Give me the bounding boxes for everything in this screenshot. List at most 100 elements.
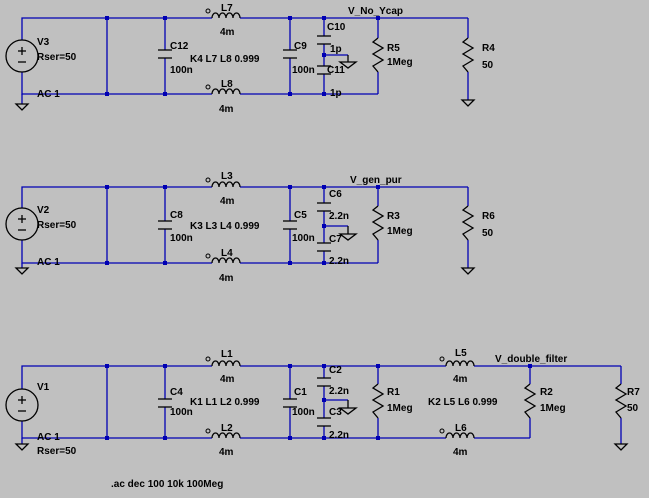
ycap-top — [317, 202, 331, 212]
voltage-source — [5, 207, 39, 241]
cap-in-value: 100n — [170, 65, 193, 76]
cap-out-value: 100n — [292, 233, 315, 244]
capacitor-out — [283, 49, 297, 59]
source-rser: Rser=50 — [37, 52, 77, 63]
cap-out-name: C9 — [294, 41, 307, 52]
inductor-bottom — [205, 253, 241, 264]
l-bot-value: 4m — [219, 104, 234, 115]
capacitor-in — [158, 398, 172, 408]
l-top-value: 4m — [220, 27, 235, 38]
l-top-value: 4m — [220, 196, 235, 207]
cap-in-value: 100n — [170, 407, 193, 418]
ycap-top-name: C6 — [329, 189, 342, 200]
capacitor-out — [283, 220, 297, 230]
circuit-v-double-filter: V1 AC 1 Rser=50 C4 100n K1 L1 L2 0.999 L… — [5, 348, 640, 458]
spice-directive: .ac dec 100 10k 100Meg — [111, 479, 223, 490]
resistor-value: 1Meg — [387, 57, 413, 68]
l-bot-value: 4m — [219, 273, 234, 284]
circuit-v-no-ycap: V3 Rser=50 AC 1 C12 100n K4 L7 L8 0.999 … — [5, 3, 495, 115]
resistor-name: R1 — [387, 387, 400, 398]
cap-out-name: C5 — [294, 210, 307, 221]
resistor2-name: R2 — [540, 387, 553, 398]
inductor-bottom — [205, 428, 241, 439]
l-top-value: 4m — [220, 374, 235, 385]
net-label: V_double_filter — [495, 354, 567, 365]
l-bot-name: L8 — [221, 79, 233, 90]
ycap-top — [317, 377, 331, 387]
resistor-value: 1Meg — [387, 226, 413, 237]
resistor-bleed — [371, 205, 385, 241]
junction-dots — [105, 16, 380, 96]
l2-bot-name: L6 — [455, 423, 467, 434]
source-name: V3 — [37, 37, 50, 48]
ycap-top-name: C2 — [329, 365, 342, 376]
inductor-bottom-2 — [439, 428, 475, 439]
ground-symbol — [14, 267, 30, 275]
cap-out-value: 100n — [292, 65, 315, 76]
inductor-top — [205, 356, 241, 367]
resistor-name: R5 — [387, 43, 400, 54]
cap-out-name: C1 — [294, 387, 307, 398]
resistor-name: R3 — [387, 211, 400, 222]
load-name: R4 — [482, 43, 495, 54]
junction-dots — [105, 185, 380, 265]
junction-dots — [105, 364, 532, 440]
ground-symbol — [338, 55, 358, 69]
ycap-bottom — [317, 65, 331, 75]
ycap-bot-name: C7 — [329, 234, 342, 245]
source-rser: Rser=50 — [37, 220, 77, 231]
resistor-load — [460, 37, 476, 107]
coupling-label: K3 L3 L4 0.999 — [190, 221, 260, 232]
resistor2-value: 1Meg — [540, 403, 566, 414]
circuit-v-gen-pur: V2 Rser=50 AC 1 C8 100n K3 L3 L4 0.999 L… — [5, 171, 495, 284]
voltage-source — [5, 388, 39, 422]
cap-in-name: C12 — [170, 41, 189, 52]
ycap-bot-value: 1p — [330, 88, 342, 99]
load-name: R7 — [627, 387, 640, 398]
l-bot-name: L2 — [221, 423, 233, 434]
load-name: R6 — [482, 211, 495, 222]
net-label: V_gen_pur — [350, 175, 402, 186]
cap-in-value: 100n — [170, 233, 193, 244]
resistor-load — [460, 205, 476, 275]
resistor-bleed-2 — [523, 383, 537, 419]
ycap-top-name: C10 — [327, 22, 346, 33]
l2-bot-value: 4m — [453, 447, 468, 458]
source-ac: AC 1 — [37, 432, 60, 443]
ycap-top-value: 2.2n — [329, 386, 349, 397]
net-label: V_No_Ycap — [348, 6, 403, 17]
capacitor-out — [283, 398, 297, 408]
resistor-bleed — [371, 37, 385, 73]
ycap-top-value: 2.2n — [329, 211, 349, 222]
l2-top-value: 4m — [453, 374, 468, 385]
coupling-label: K4 L7 L8 0.999 — [190, 54, 260, 65]
source-ac: AC 1 — [37, 89, 60, 100]
capacitor-in — [158, 220, 172, 230]
voltage-source — [5, 39, 39, 73]
ycap-top-value: 1p — [330, 44, 342, 55]
inductor-top — [205, 177, 241, 188]
l-bot-value: 4m — [219, 447, 234, 458]
resistor-bleed — [371, 383, 385, 419]
ycap-bottom — [317, 417, 331, 427]
inductor-bottom — [205, 84, 241, 95]
ground-symbol — [14, 443, 30, 451]
l-bot-name: L4 — [221, 248, 233, 259]
coupling2-label: K2 L5 L6 0.999 — [428, 397, 498, 408]
source-name: V2 — [37, 205, 50, 216]
ycap-bot-value: 2.2n — [329, 430, 349, 441]
ycap-top — [317, 35, 331, 45]
load-value: 50 — [482, 228, 494, 239]
load-value: 50 — [482, 60, 494, 71]
l-top-name: L7 — [221, 3, 233, 14]
capacitor-in — [158, 49, 172, 59]
cap-in-name: C4 — [170, 387, 183, 398]
ycap-bot-name: C3 — [329, 407, 342, 418]
inductor-top-2 — [439, 356, 475, 367]
load-value: 50 — [627, 403, 639, 414]
coupling-label: K1 L1 L2 0.999 — [190, 397, 260, 408]
resistor-value: 1Meg — [387, 403, 413, 414]
ycap-bot-name: C11 — [327, 65, 345, 76]
l2-top-name: L5 — [455, 348, 467, 359]
